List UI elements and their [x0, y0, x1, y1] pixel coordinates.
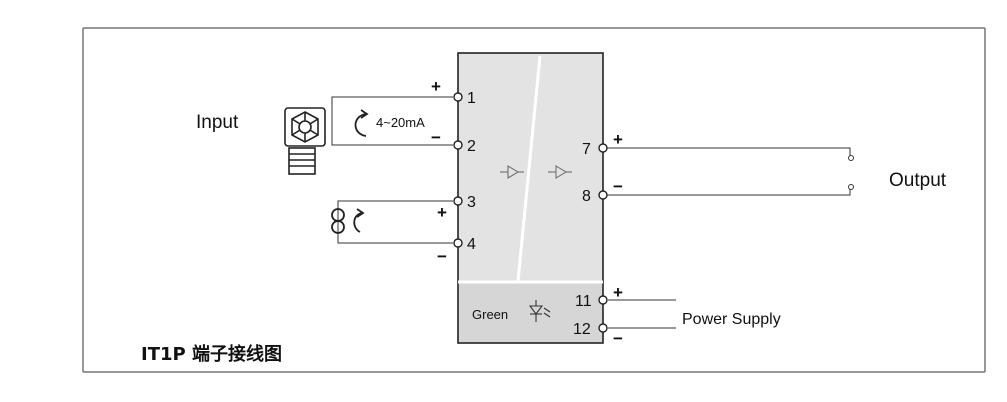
terminal-2-label: 2 [467, 138, 476, 155]
terminal-11-label: 11 [575, 293, 592, 310]
isolation-barrier [516, 55, 542, 282]
led-label: Green [472, 307, 508, 322]
sign-plus-t3: + [437, 203, 447, 222]
terminal-4-circle [453, 238, 463, 248]
sign-minus-t4: − [437, 247, 447, 266]
diagram-title: IT1P 端子接线图 [141, 343, 282, 365]
current-range-label: 4~20mA [376, 115, 425, 130]
sign-minus-t12: − [613, 329, 623, 348]
terminal-3-circle [453, 196, 463, 206]
terminal-8-circle [598, 190, 608, 200]
terminal-2-circle [453, 140, 463, 150]
sign-plus-t1: + [431, 77, 441, 96]
terminal-4-label: 4 [467, 236, 476, 253]
sign-plus-t11: + [613, 283, 623, 302]
signal-arrow-left [500, 165, 524, 179]
terminal-1-label: 1 [467, 90, 476, 107]
current-source-icon [331, 208, 345, 234]
led-icon [528, 300, 551, 322]
current-source-arrow-icon [353, 208, 365, 233]
terminal-8-label: 8 [582, 188, 591, 205]
sign-minus-t2: − [431, 128, 441, 147]
input-label: Input [196, 112, 239, 133]
sign-plus-t7: + [613, 130, 623, 149]
terminal-3-label: 3 [467, 194, 476, 211]
terminal-7-circle [598, 143, 608, 153]
terminal-7-label: 7 [582, 141, 591, 158]
isolator-module [457, 52, 604, 344]
diagram-frame [82, 27, 986, 373]
terminal-12-circle [598, 323, 608, 333]
signal-arrow-right [548, 165, 572, 179]
module-lower-panel [459, 282, 602, 342]
terminal-12-label: 12 [573, 321, 591, 338]
terminal-1-circle [453, 92, 463, 102]
output-contact-bottom [848, 184, 854, 190]
wires [331, 96, 851, 329]
current-loop-arrow-icon [354, 109, 369, 137]
terminal-circles [453, 92, 608, 333]
terminal-11-circle [598, 295, 608, 305]
power-supply-label: Power Supply [682, 311, 781, 328]
output-label: Output [889, 170, 947, 191]
sign-minus-t8: − [613, 177, 623, 196]
output-contact-top [848, 155, 854, 161]
transmitter-icon [284, 107, 326, 175]
